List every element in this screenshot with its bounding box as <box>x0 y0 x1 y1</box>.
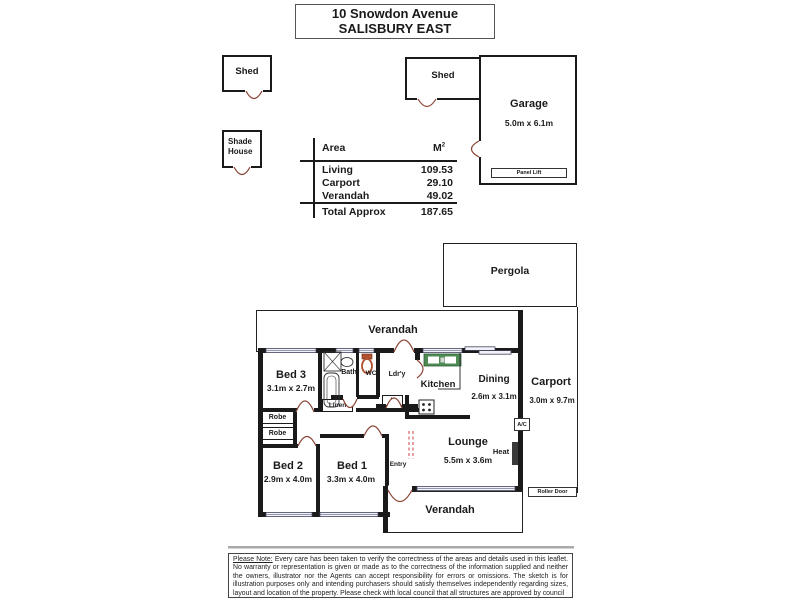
unit-superscript: 2 <box>441 142 446 149</box>
panel-lift-label: Panel Lift <box>516 170 542 176</box>
shed-right-label: Shed <box>431 70 455 81</box>
bed1-door-swing <box>363 425 383 437</box>
bed1-label: Bed 1 <box>337 460 367 472</box>
table-vertical-rule <box>313 138 315 218</box>
pergola-outline <box>443 243 577 307</box>
garage-side-door-swing <box>470 140 480 158</box>
dining-label: Dining <box>478 374 510 385</box>
shade-house-label-2: House <box>228 147 253 156</box>
bed3-label: Bed 3 <box>276 369 306 381</box>
garage-size: 5.0m x 6.1m <box>504 118 554 128</box>
entry-lounge-divider <box>408 431 414 459</box>
table-row-label: Carport <box>322 177 360 189</box>
table-row-value: 29.10 <box>426 177 453 189</box>
table-row-label: Living <box>322 164 353 176</box>
bed2-size: 2.9m x 4.0m <box>263 474 313 484</box>
disclaimer-text: Please Note: Every care has been taken t… <box>233 556 568 598</box>
title-box <box>295 4 495 39</box>
lounge-size: 5.5m x 3.6m <box>443 455 493 465</box>
shed-right-door-swing <box>417 98 437 108</box>
wc-label: WC <box>365 370 377 377</box>
linen-label: Linen <box>328 402 347 409</box>
disclaimer-lead: Please Note: <box>233 556 273 563</box>
ac-unit-box: A/C <box>514 418 530 431</box>
carport-size: 3.0m x 9.7m <box>529 396 575 405</box>
robe-top-label: Robe <box>268 414 287 421</box>
shower-base <box>323 351 342 372</box>
ac-label: A/C <box>517 421 527 428</box>
roller-door: Roller Door <box>528 487 577 497</box>
carport-outline <box>523 307 578 493</box>
laundry-trough-label: L <box>390 397 395 404</box>
verandah-top-outline <box>256 310 523 352</box>
bed2-door-swing <box>297 435 317 447</box>
basin <box>340 356 354 368</box>
table-total-label: Total Approx <box>322 206 386 218</box>
robe-top-box: Robe <box>261 411 294 424</box>
pergola-label: Pergola <box>490 265 530 277</box>
area-table: Area M2 Living 109.53 Carport 29.10 Vera… <box>300 138 457 220</box>
shade-house-door-swing <box>233 166 251 176</box>
verandah-top-label: Verandah <box>368 324 418 336</box>
bed3-door-swing <box>295 400 315 413</box>
table-total-value: 187.65 <box>420 206 453 218</box>
shade-house-label-1: Shade <box>228 137 253 146</box>
kitchen-label: Kitchen <box>420 379 456 390</box>
carport-label: Carport <box>531 376 571 388</box>
table-row-label: Verandah <box>322 190 370 202</box>
verandah-bottom-label: Verandah <box>425 504 475 516</box>
table-row-value: 49.02 <box>426 190 453 202</box>
robe-bottom-box: Robe <box>261 427 294 440</box>
garage-outline <box>479 55 577 185</box>
garage-label: Garage <box>510 98 548 110</box>
table-header-unit: M2 <box>433 142 446 154</box>
bed1-size: 3.3m x 4.0m <box>326 474 376 484</box>
table-header-area: Area <box>322 142 346 154</box>
lounge-label: Lounge <box>448 436 488 448</box>
laundry-label: Ldr'y <box>388 371 406 378</box>
bed3-size: 3.1m x 2.7m <box>266 383 316 393</box>
entry-label: Entry <box>389 461 407 468</box>
table-rule-bottom <box>300 202 457 204</box>
heater-unit <box>512 442 518 465</box>
panel-lift-door: Panel Lift <box>491 168 567 178</box>
kitchen-sink <box>423 353 462 367</box>
suburb-line: SALISBURY EAST <box>338 21 452 36</box>
roller-door-label: Roller Door <box>537 489 568 495</box>
robe-bottom-label: Robe <box>268 430 287 437</box>
stove-icon <box>418 399 435 415</box>
laundry-trough-box: L <box>382 395 403 406</box>
dining-size: 2.6m x 3.1m <box>471 392 517 401</box>
table-rule-top <box>300 160 457 162</box>
linen-box: Linen <box>322 399 353 412</box>
heat-label: Heat <box>492 447 510 456</box>
bath-label: Bath <box>341 369 357 376</box>
footer-rule <box>228 546 574 549</box>
table-row-value: 109.53 <box>420 164 453 176</box>
shed-left-door-swing <box>245 90 263 100</box>
bed2-label: Bed 2 <box>273 460 303 472</box>
disclaimer-body: Every care has been taken to verify the … <box>233 556 569 597</box>
kitchen-door-swing <box>416 359 424 379</box>
disclaimer-box: Please Note: Every care has been taken t… <box>228 553 573 598</box>
shed-left-outline <box>222 55 272 92</box>
shed-left-label: Shed <box>235 66 259 77</box>
address-line: 10 Snowdon Avenue <box>331 6 459 21</box>
